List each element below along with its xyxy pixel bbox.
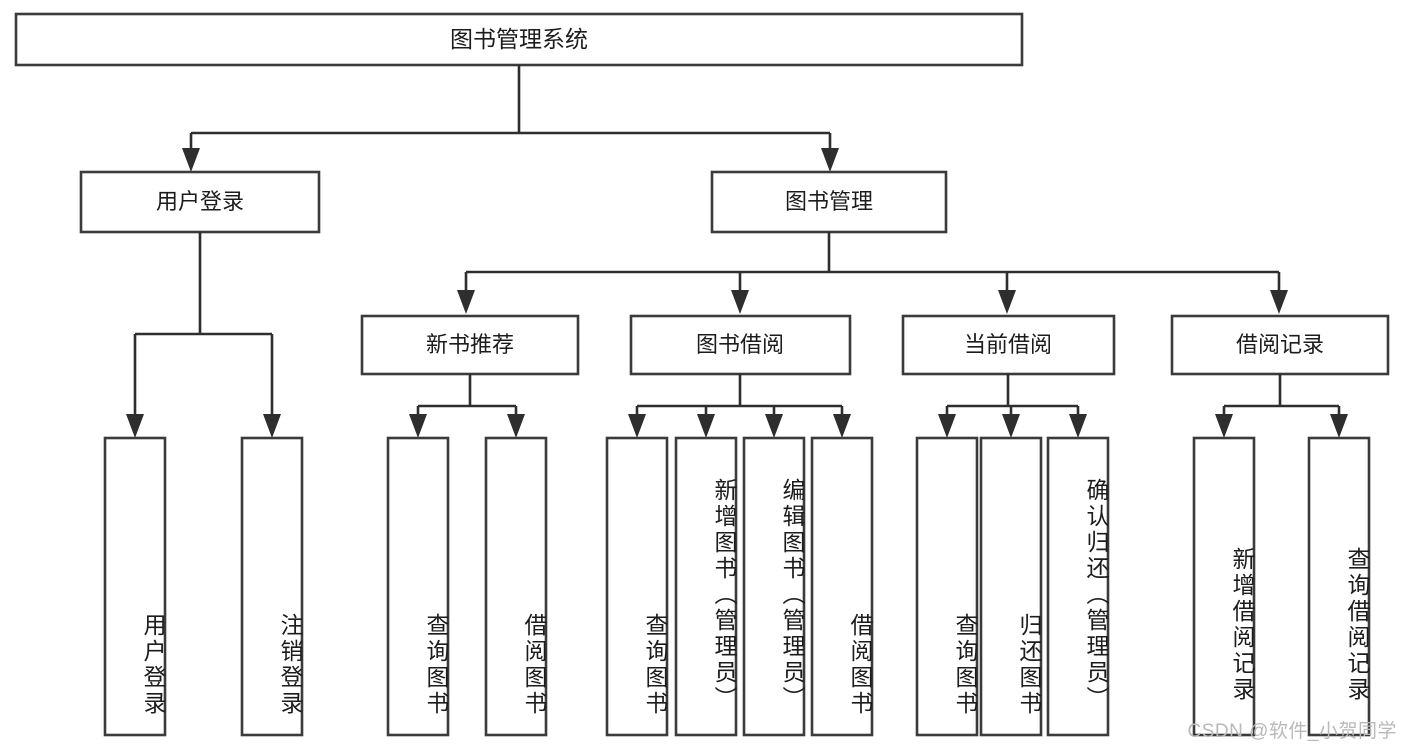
node-root-box[interactable] [14,12,1024,67]
leaf-box-add-book[interactable] [674,436,738,737]
node-new-book-recommend-box[interactable] [360,314,580,376]
node-root[interactable]: 图书管理系统 [14,12,1024,67]
leaf-box-query-record[interactable] [1307,436,1371,737]
node-current-borrow[interactable]: 当前借阅 [901,314,1116,376]
connector-root-to-level1 [182,65,839,172]
connector-user-login-to-leaves [126,232,281,438]
node-borrow-record-label: 借阅记录 [1236,332,1324,357]
arrow-head-icon [409,414,427,438]
node-borrow-record[interactable]: 借阅记录 [1170,314,1390,376]
leaf-box-return-book[interactable] [979,436,1043,737]
leaf-box-edit-book[interactable] [742,436,806,737]
connector-current-borrow-to-leaves [938,374,1087,438]
leaf-box-confirm-return[interactable] [1046,436,1110,737]
arrow-head-icon [765,414,783,438]
connector-book-borrow-to-leaves [628,374,851,438]
node-root-label: 图书管理系统 [450,26,588,52]
connector-book-management-to-level2 [457,232,1288,314]
node-book-management-label: 图书管理 [785,189,873,214]
arrow-head-icon [126,414,144,438]
node-user-login[interactable]: 用户登录 [79,170,321,234]
watermark-text: CSDN @软件_小贺同学 [1187,721,1397,742]
node-book-management[interactable]: 图书管理 [710,170,948,234]
arrow-head-icon [1069,414,1087,438]
arrow-head-icon [1330,414,1348,438]
arrow-head-icon [1002,414,1020,438]
node-new-book-recommend-label: 新书推荐 [426,332,514,357]
node-current-borrow-label: 当前借阅 [964,332,1052,357]
connector-borrow-record-to-leaves [1215,374,1348,438]
arrow-head-icon [263,414,281,438]
arrow-head-icon [507,414,525,438]
node-user-login-box[interactable] [79,170,321,234]
leaf-box-query-book-1[interactable] [386,436,450,737]
leaf-box-add-record[interactable] [1192,436,1256,737]
leaf-box-borrow-book-2[interactable] [810,436,874,737]
leaf-box-query-book-2[interactable] [605,436,669,737]
leaf-box-user-logout[interactable] [240,436,304,737]
node-book-borrow-label: 图书借阅 [696,332,784,357]
arrow-head-icon [998,290,1016,314]
arrow-head-icon [833,414,851,438]
arrow-head-icon [821,148,839,172]
leaf-box-borrow-book-1[interactable] [484,436,548,737]
arrow-head-icon [182,148,200,172]
arrow-head-icon [697,414,715,438]
connector-new-book-recommend-to-leaves [409,374,525,438]
node-current-borrow-box[interactable] [901,314,1116,376]
arrow-head-icon [1270,290,1288,314]
arrow-head-icon [731,290,749,314]
arrow-head-icon [457,290,475,314]
leaf-box-user-login[interactable] [103,436,167,737]
leaf-box-query-book-3[interactable] [915,436,979,737]
arrow-head-icon [628,414,646,438]
node-new-book-recommend[interactable]: 新书推荐 [360,314,580,376]
node-user-login-label: 用户登录 [156,189,244,214]
arrow-head-icon [1215,414,1233,438]
node-book-borrow[interactable]: 图书借阅 [629,314,852,376]
arrow-head-icon [938,414,956,438]
